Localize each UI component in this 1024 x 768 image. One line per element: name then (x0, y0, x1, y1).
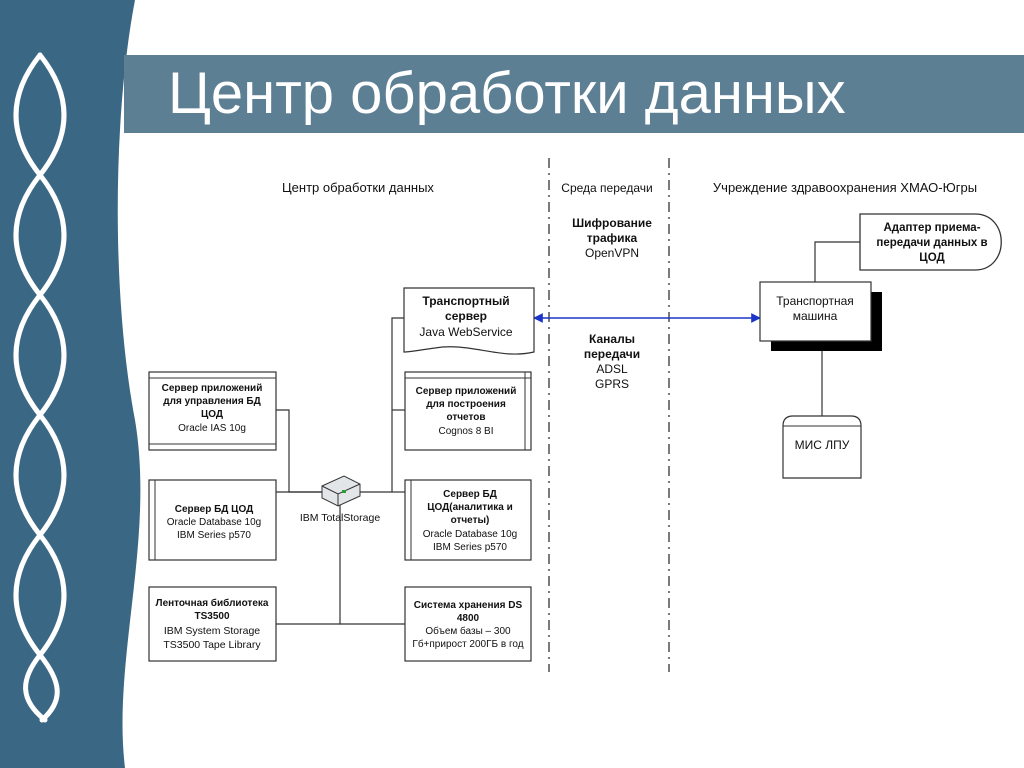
transport-machine-node: Транспортная машина (759, 281, 882, 351)
svg-text:Oracle IAS 10g: Oracle IAS 10g (178, 423, 246, 434)
mis-lpu-node: МИС ЛПУ (782, 415, 862, 479)
svg-text:ЦОД: ЦОД (201, 409, 223, 420)
svg-text:IBM System Storage: IBM System Storage (164, 625, 260, 637)
svg-text:Ленточная библиотека: Ленточная библиотека (156, 597, 269, 609)
svg-text:отчетов: отчетов (446, 412, 485, 423)
db-server-node: Сервер БД ЦОД Oracle Database 10g IBM Se… (148, 479, 277, 561)
svg-text:сервер: сервер (445, 309, 487, 323)
svg-text:ЦОД(аналитика и: ЦОД(аналитика и (427, 502, 513, 513)
svg-text:OpenVPN: OpenVPN (585, 246, 639, 260)
switch-label: IBM TotalStorage (300, 512, 381, 524)
svg-text:Транспортный: Транспортный (422, 294, 509, 308)
svg-text:IBM Series p570: IBM Series p570 (177, 530, 251, 541)
svg-text:для построения: для построения (426, 399, 506, 410)
svg-text:Сервер БД: Сервер БД (443, 489, 497, 500)
svg-text:TS3500: TS3500 (194, 611, 229, 622)
column-header-dc: Центр обработки данных (282, 180, 434, 195)
svg-text:ADSL: ADSL (596, 362, 628, 376)
svg-text:Объем базы – 300: Объем базы – 300 (425, 625, 511, 637)
svg-text:Сервер приложений: Сервер приложений (416, 386, 517, 397)
svg-text:трафика: трафика (587, 231, 638, 245)
svg-text:машина: машина (793, 309, 838, 323)
svg-text:Сервер БД ЦОД: Сервер БД ЦОД (175, 504, 254, 515)
report-server-node: Сервер приложений для построения отчетов… (404, 371, 532, 451)
svg-text:Каналы: Каналы (589, 332, 635, 346)
column-header-transfer: Среда передачи (561, 181, 652, 195)
svg-text:МИС ЛПУ: МИС ЛПУ (795, 438, 850, 452)
svg-text:Java WebService: Java WebService (419, 325, 512, 339)
title-banner (124, 55, 1024, 133)
page-title: Центр обработки данных (168, 61, 846, 126)
connection-lines (276, 241, 860, 625)
transport-server-node: Транспортный сервер Java WebService (403, 287, 535, 355)
svg-text:Oracle Database 10g: Oracle Database 10g (167, 517, 262, 528)
svg-text:GPRS: GPRS (595, 377, 629, 391)
channels-label: Каналы передачи ADSL GPRS (584, 332, 640, 391)
encryption-label: Шифрование трафика OpenVPN (572, 216, 652, 260)
svg-text:IBM Series p570: IBM Series p570 (433, 542, 507, 553)
svg-text:Гб+прирост 200ГБ в год: Гб+прирост 200ГБ в год (412, 638, 523, 650)
app-server-node: Сервер приложений для управления БД ЦОД … (148, 371, 277, 451)
svg-text:отчеты): отчеты) (451, 515, 490, 526)
svg-text:для управления БД: для управления БД (163, 396, 261, 407)
svg-text:Адаптер приема-: Адаптер приема- (883, 222, 980, 234)
db-server-analytics-node: Сервер БД ЦОД(аналитика и отчеты) Oracle… (404, 479, 532, 561)
svg-text:TS3500 Tape Library: TS3500 Tape Library (163, 639, 261, 651)
svg-text:Cognos 8 BI: Cognos 8 BI (438, 426, 493, 437)
svg-text:передачи: передачи (584, 347, 640, 361)
svg-text:Oracle Database 10g: Oracle Database 10g (423, 529, 518, 540)
svg-text:передачи данных в: передачи данных в (876, 237, 987, 249)
storage-switch-node: IBM TotalStorage (300, 475, 381, 524)
svg-text:4800: 4800 (457, 613, 480, 624)
svg-text:Сервер приложений: Сервер приложений (162, 383, 263, 394)
storage-ds4800-node: Система хранения DS 4800 Объем базы – 30… (404, 586, 532, 662)
column-header-facility: Учреждение здравоохранения ХМАО-Югры (713, 180, 977, 195)
svg-text:ЦОД: ЦОД (919, 252, 944, 264)
tape-library-node: Ленточная библиотека TS3500 IBM System S… (148, 586, 277, 662)
svg-text:Система хранения DS: Система хранения DS (414, 600, 523, 611)
adapter-node: Адаптер приема- передачи данных в ЦОД (859, 213, 1002, 271)
svg-text:Транспортная: Транспортная (776, 294, 854, 308)
svg-text:Шифрование: Шифрование (572, 216, 652, 230)
